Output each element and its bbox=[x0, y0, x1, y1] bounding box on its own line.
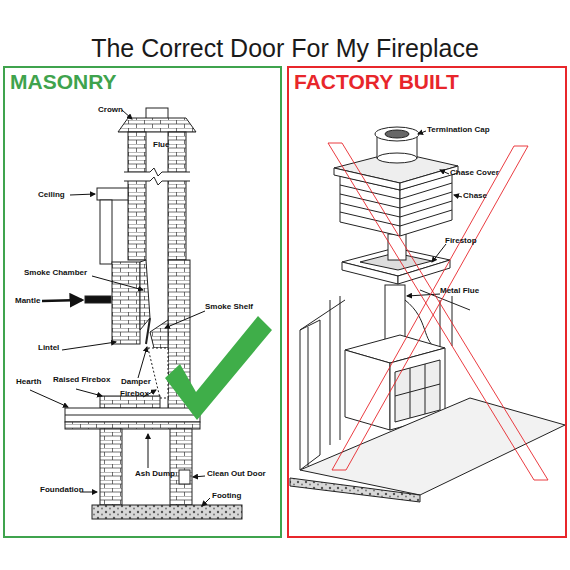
part-label: Clean Out Door bbox=[207, 469, 266, 478]
part-label: Damper bbox=[121, 377, 151, 386]
factory-fireplace bbox=[290, 127, 565, 502]
panel-box: FACTORY BUILT bbox=[287, 66, 567, 538]
part-label: Termination Cap bbox=[427, 125, 490, 134]
part-label: Firestop bbox=[445, 236, 477, 245]
part-label: Hearth bbox=[16, 377, 41, 386]
panel-heading: FACTORY BUILT bbox=[294, 70, 459, 94]
part-label: Firebox bbox=[120, 389, 149, 398]
leader-lines bbox=[30, 110, 210, 506]
part-label: Footing bbox=[212, 491, 241, 500]
part-label: Chase Cover bbox=[450, 168, 499, 177]
part-label: Chase bbox=[463, 191, 487, 200]
part-label: Smoke Shelf bbox=[205, 302, 253, 311]
check-mark bbox=[165, 316, 272, 420]
part-label: Crown bbox=[98, 105, 123, 114]
masonry-chimney bbox=[65, 108, 242, 519]
part-label: Metal Flue bbox=[440, 286, 479, 295]
diagram-title: The Correct Door For My Fireplace bbox=[0, 34, 570, 63]
factory-leader-lines bbox=[407, 131, 462, 296]
part-label: Lintel bbox=[38, 343, 59, 352]
red-cross bbox=[328, 143, 548, 480]
part-label: Smoke Chamber bbox=[24, 268, 87, 277]
part-label: Ash Dump bbox=[135, 469, 175, 478]
part-label: Ceiling bbox=[38, 190, 65, 199]
panel-heading: MASONRY bbox=[10, 70, 117, 94]
part-label: Raised Firebox bbox=[53, 375, 110, 384]
part-label: Flue bbox=[153, 140, 169, 149]
part-label: Foundation bbox=[40, 485, 84, 494]
part-label: Mantle bbox=[15, 296, 40, 305]
